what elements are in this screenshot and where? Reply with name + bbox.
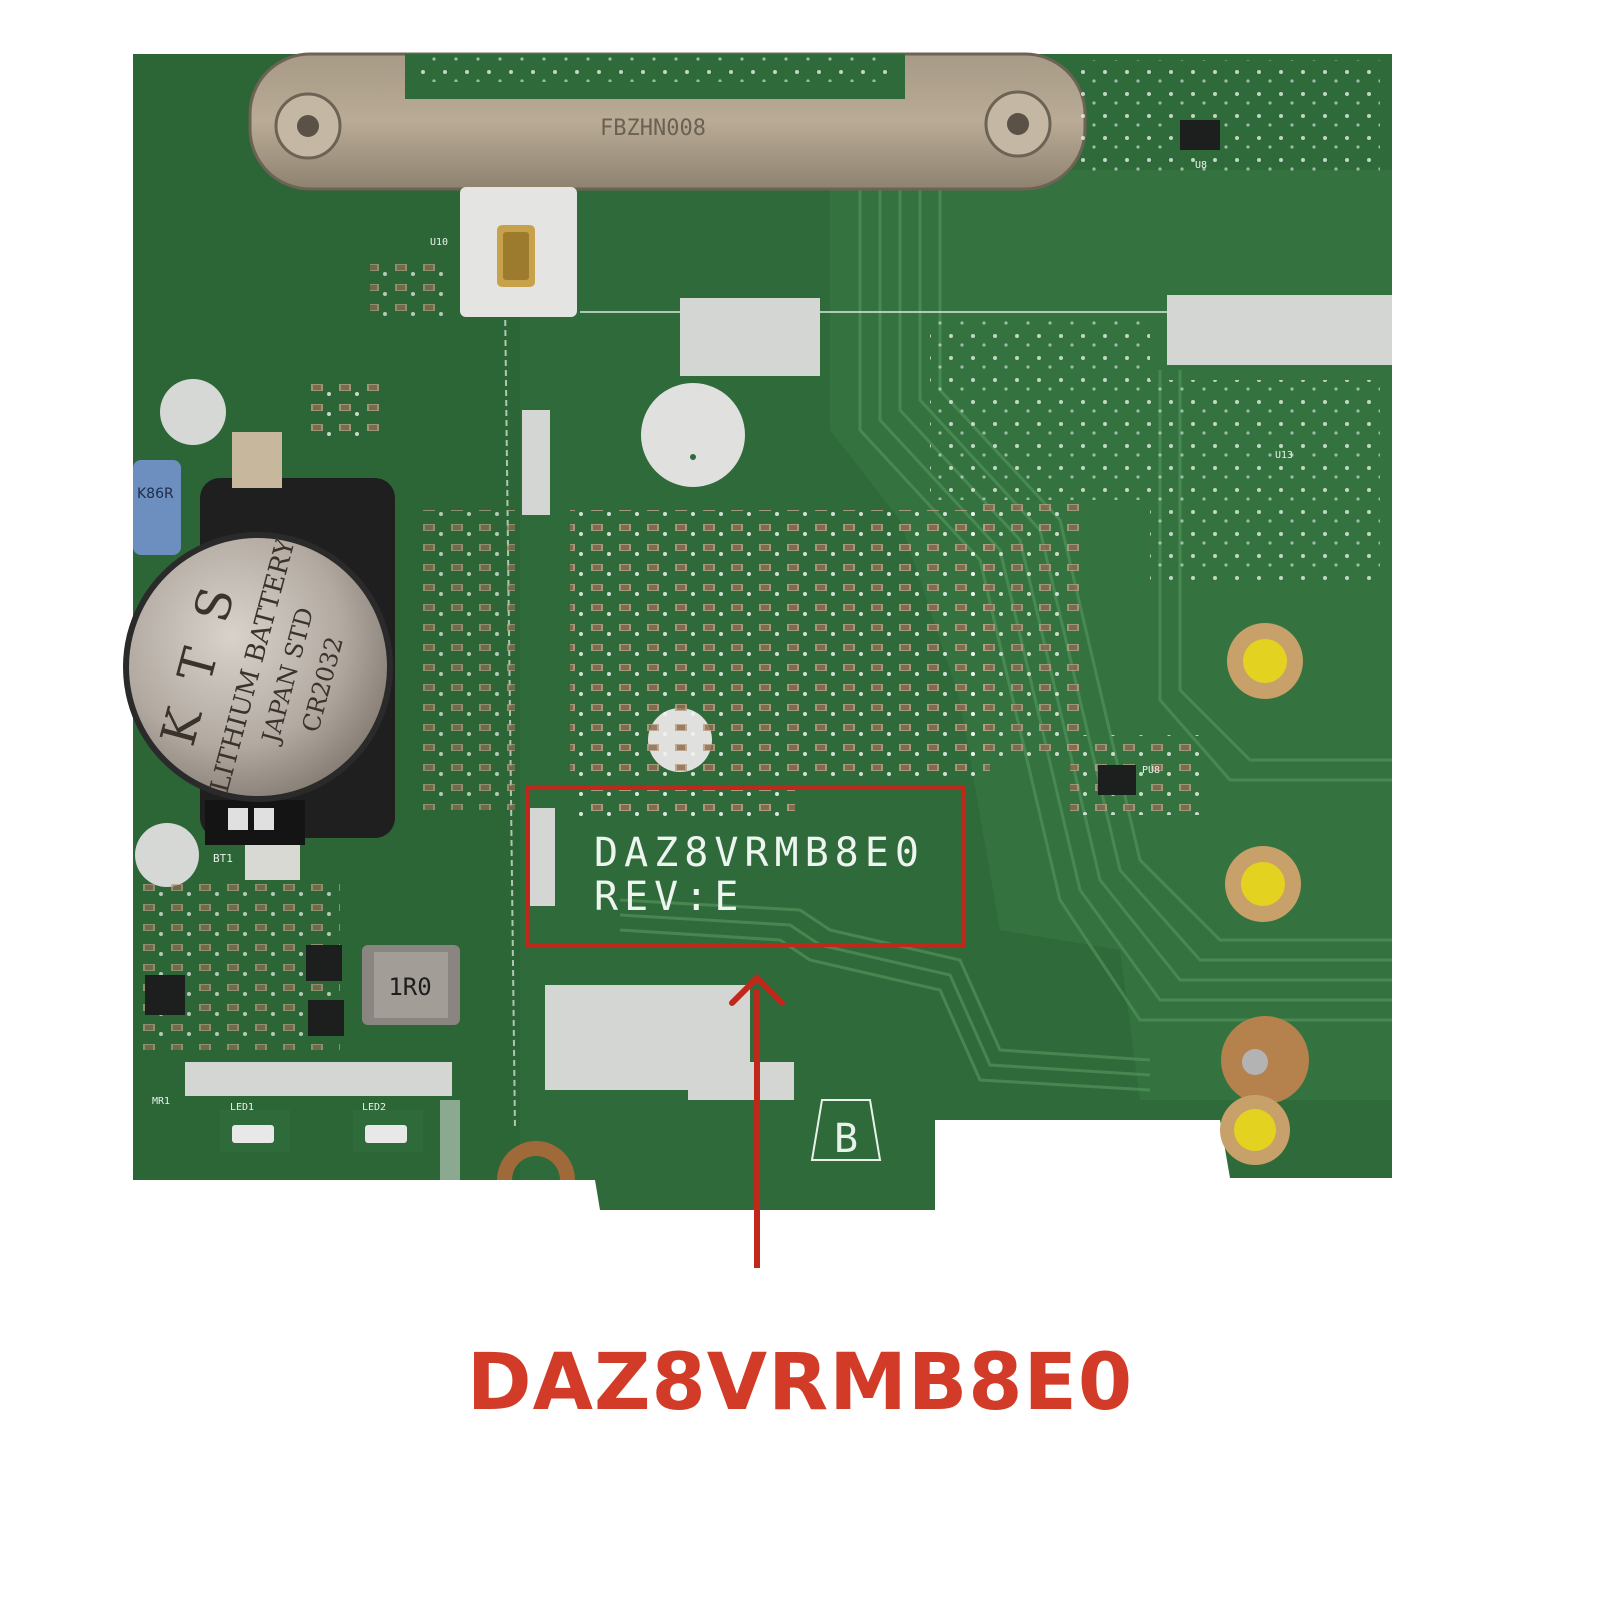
battery-ref: BT1	[213, 852, 233, 865]
side-mark-letter: B	[834, 1116, 858, 1162]
inductor: 1R0	[362, 945, 460, 1025]
mr1-label: MR1	[152, 1096, 170, 1107]
callout-arrow-head	[729, 973, 785, 1006]
heatsink: FBZHN008	[248, 52, 1087, 191]
ic-chip-pu8	[1098, 765, 1136, 795]
smd-components	[140, 60, 1380, 1050]
screw-holes	[497, 623, 1309, 1180]
ref-u10: U10	[430, 237, 448, 248]
mosfet-1	[306, 945, 342, 981]
callout-box	[525, 786, 966, 947]
ref-u8: U8	[1195, 160, 1207, 171]
coin-battery: KTS LITHIUM BATTERY JAPAN STD CR2032 BT1	[123, 432, 395, 880]
ic-chip-u8	[1180, 120, 1220, 150]
inductor-label: 1R0	[388, 973, 431, 1001]
heatsink-label: FBZHN008	[600, 116, 706, 141]
leds: LED1 LED2 MR1	[152, 1096, 423, 1152]
board-revision-silkscreen: REV:E	[594, 874, 744, 920]
ref-u13: U13	[1275, 450, 1293, 461]
led1-label: LED1	[230, 1102, 254, 1113]
led2-label: LED2	[362, 1102, 386, 1113]
side-mark: B	[810, 1099, 882, 1162]
board-model-silkscreen: DAZ8VRMB8E0	[594, 830, 925, 876]
ref-pu8: PU8	[1142, 765, 1160, 776]
callout-label: DAZ8VRMB8E0	[466, 1338, 1134, 1428]
capacitor-label: K86R	[137, 486, 174, 502]
mosfet-2	[308, 1000, 344, 1036]
capacitor: K86R	[133, 460, 181, 555]
ic-chip-left	[145, 975, 185, 1015]
